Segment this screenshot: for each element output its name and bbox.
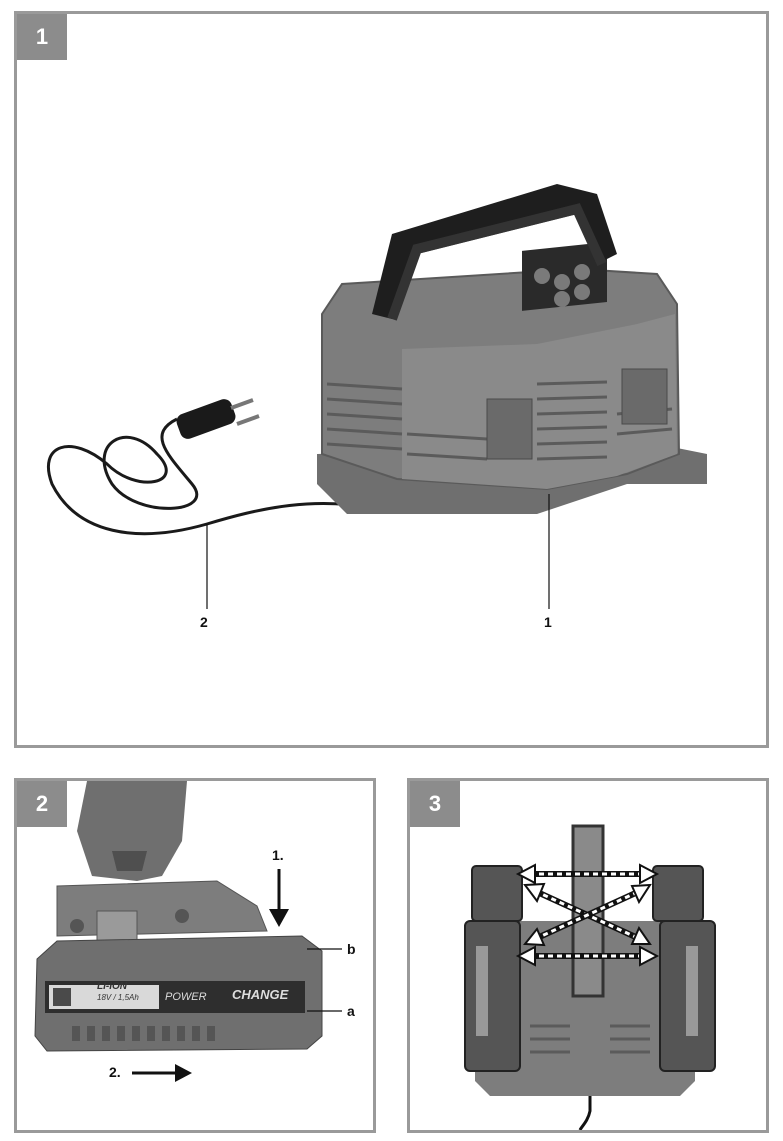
charger-illustration bbox=[46, 184, 707, 609]
battery-insertion-illustration bbox=[34, 781, 342, 1082]
callout-step-2: 2. bbox=[109, 1064, 121, 1080]
figure-1-badge: 1 bbox=[17, 14, 67, 60]
battery-rating-label: 18V / 1,5Ah bbox=[97, 993, 139, 1002]
figure-3-badge: 3 bbox=[410, 781, 460, 827]
figure-1-panel: 1 bbox=[14, 11, 769, 748]
callout-cable: 2 bbox=[200, 614, 208, 630]
callout-step-1: 1. bbox=[272, 847, 284, 863]
brand-power-label: POWER bbox=[165, 991, 207, 1003]
figure-2-badge: 2 bbox=[17, 781, 67, 827]
swap-arrows bbox=[515, 863, 660, 967]
tool-grip bbox=[77, 781, 187, 881]
multi-charger-illustration bbox=[464, 824, 716, 1130]
figure-3-panel: 3 bbox=[407, 778, 769, 1133]
battery-pack-top-left bbox=[471, 865, 523, 922]
plug-icon bbox=[176, 398, 260, 439]
battery-pack-bottom-left bbox=[464, 920, 521, 1072]
callout-charger: 1 bbox=[544, 614, 552, 630]
battery-chemistry-label: LI-ION bbox=[97, 981, 127, 992]
battery-pack-top-right bbox=[652, 865, 704, 922]
figure-2-panel: 2 LI-ION 18V / 1,5Ah POWER CHAN bbox=[14, 778, 376, 1133]
callout-b: b bbox=[347, 941, 356, 957]
led-panel bbox=[522, 241, 607, 311]
brand-change-label: CHANGE bbox=[232, 987, 289, 1002]
callout-a: a bbox=[347, 1003, 355, 1019]
